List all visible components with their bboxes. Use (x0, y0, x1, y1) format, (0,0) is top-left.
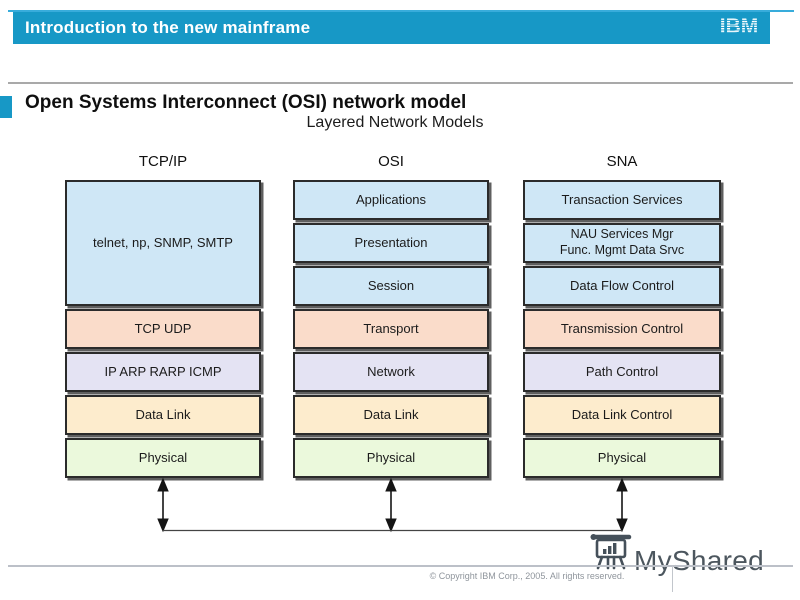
top-accent-rule (8, 10, 794, 12)
layer-box: IP ARP RARP ICMP (65, 352, 261, 392)
down-arrow-icon (616, 518, 628, 533)
layer-box: Physical (523, 438, 721, 478)
layer-box: TCP UDP (65, 309, 261, 349)
footer-rule (8, 565, 793, 567)
layer-box: Data Link (65, 395, 261, 435)
slide-title: Open Systems Interconnect (OSI) network … (25, 92, 467, 113)
diagram-title: Layered Network Models (306, 114, 484, 131)
header-title: Introduction to the new mainframe (25, 18, 311, 37)
column-title: SNA (606, 153, 638, 170)
header-bar: Introduction to the new mainframe (13, 12, 770, 44)
footer-vertical-line (672, 566, 673, 592)
ibm-logo-text: IBM (720, 15, 759, 38)
ibm-logo: IBM (716, 14, 762, 43)
layer-box: Transmission Control (523, 309, 721, 349)
layer-box: Data Link (293, 395, 489, 435)
layer-box: telnet, np, SNMP, SMTP (65, 180, 261, 306)
layer-box: Data Flow Control (523, 266, 721, 306)
layer-box: Network (293, 352, 489, 392)
layer-box: Physical (293, 438, 489, 478)
column-title: OSI (378, 153, 404, 170)
column-title: TCP/IP (138, 153, 188, 170)
layer-box: Physical (65, 438, 261, 478)
title-bullet-square (0, 96, 12, 118)
layer-box: Presentation (293, 223, 489, 263)
down-arrow-icon (385, 518, 397, 533)
layer-box: Transport (293, 309, 489, 349)
layer-box: Applications (293, 180, 489, 220)
copyright-text: © Copyright IBM Corp., 2005. All rights … (429, 571, 625, 581)
layer-box: Transaction Services (523, 180, 721, 220)
header-divider-rule (8, 82, 793, 84)
down-arrow-icon (157, 518, 169, 533)
myshared-brand-text: MyShared (634, 545, 765, 576)
layer-box: Data Link Control (523, 395, 721, 435)
layer-box: Session (293, 266, 489, 306)
layer-box: Path Control (523, 352, 721, 392)
